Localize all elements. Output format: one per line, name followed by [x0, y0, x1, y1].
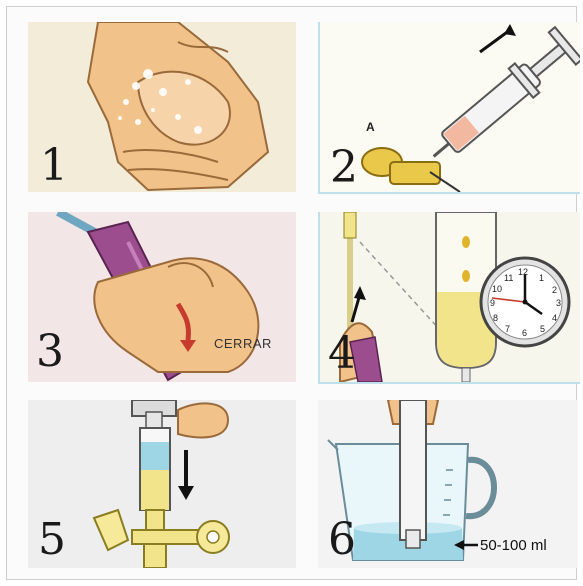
step-5-number: 5: [38, 518, 66, 562]
clock-numeral-1: 1: [539, 273, 544, 283]
drip-timing-illustration: [320, 212, 580, 382]
step-2-panel: A 2: [318, 22, 580, 194]
clock-numeral-9: 9: [490, 298, 495, 308]
step-3-number: 3: [36, 330, 64, 374]
step-6-number: 6: [328, 518, 356, 562]
step-4-number: 4: [328, 332, 356, 376]
clock-numeral-4: 4: [552, 313, 557, 323]
clock-numeral-12: 12: [518, 267, 528, 277]
clock-numeral-10: 10: [492, 284, 502, 294]
step-5-panel: 5: [28, 400, 296, 568]
close-clamp-label: CERRAR: [214, 336, 272, 351]
clock-numeral-8: 8: [493, 313, 498, 323]
clock-numeral-5: 5: [540, 324, 545, 334]
clock-numeral-11: 11: [504, 273, 513, 283]
clock-numeral-6: 6: [522, 328, 527, 338]
connector-a-label: A: [366, 120, 375, 134]
clock-numeral-7: 7: [505, 324, 510, 334]
syringe-drawing-illustration: [320, 22, 580, 192]
step-1-panel: 1: [28, 22, 296, 192]
step-1-number: 1: [40, 144, 68, 188]
volume-label: 50-100 ml: [480, 537, 547, 554]
step-4-panel: 12 1 2 3 4 5 6 7 8 9 10 11 4: [318, 212, 580, 384]
clamp-closing-illustration: [28, 212, 296, 382]
clock-numeral-2: 2: [552, 285, 557, 295]
clock-numeral-3: 3: [556, 298, 561, 308]
syringe-push-illustration: [28, 400, 296, 568]
step-2-number: 2: [330, 146, 358, 190]
step-3-panel: CERRAR 3: [28, 212, 296, 382]
step-6-panel: 50-100 ml 6: [318, 400, 578, 568]
hand-washing-illustration: [28, 22, 296, 192]
